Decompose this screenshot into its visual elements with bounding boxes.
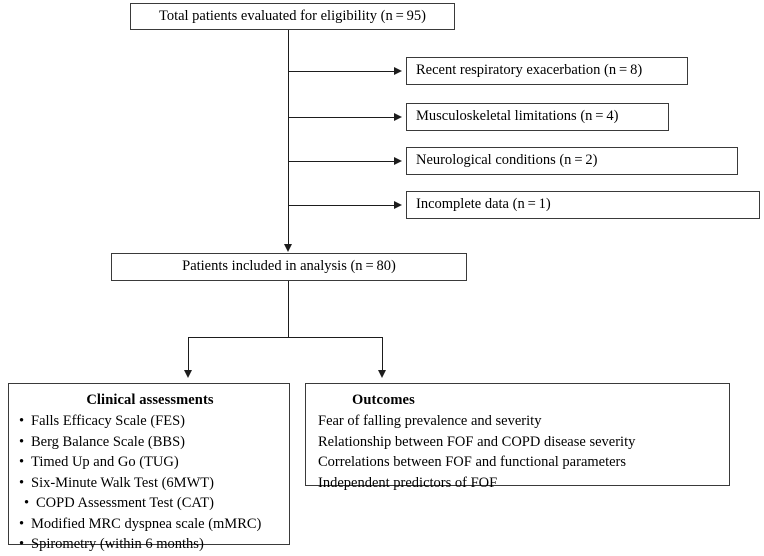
node-included-in-analysis: Patients included in analysis (n = 80): [111, 253, 467, 281]
panel-outcomes-title: Outcomes: [352, 392, 415, 408]
node-exclusion-4-label: Incomplete data (n = 1): [416, 196, 551, 213]
list-item: Falls Efficacy Scale (FES): [19, 411, 281, 432]
list-item: Fear of falling prevalence and severity: [318, 413, 542, 430]
split-connector-right-drop: [382, 337, 383, 372]
split-connector-left-arrowhead: [183, 370, 192, 378]
outcomes-list: Fear of falling prevalence and severity …: [318, 411, 721, 493]
node-included-in-analysis-label: Patients included in analysis (n = 80): [182, 258, 396, 275]
exclusion-branch-2-line: [288, 117, 396, 118]
list-item: Timed Up and Go (TUG): [19, 452, 281, 473]
exclusion-branch-3-arrowhead: [394, 156, 402, 165]
list-item: COPD Assessment Test (CAT): [19, 493, 281, 514]
exclusion-branch-4-arrowhead: [394, 200, 402, 209]
list-item: Correlations between FOF and functional …: [318, 454, 627, 471]
list-item: Relationship between FOF and COPD diseas…: [318, 433, 636, 450]
exclusion-branch-4-line: [288, 205, 396, 206]
panel-clinical-assessments-title: Clinical assessments: [86, 392, 214, 408]
node-exclusion-3: Neurological conditions (n = 2): [406, 147, 738, 175]
node-total-evaluated: Total patients evaluated for eligibility…: [130, 3, 455, 30]
exclusion-branch-1-arrowhead: [394, 66, 402, 75]
list-item: Independent predictors of FOF: [318, 474, 498, 491]
exclusion-branch-1-line: [288, 71, 396, 72]
split-connector-stem: [288, 281, 289, 338]
list-item: Spirometry (within 6 months): [19, 534, 281, 555]
split-connector-left-drop: [188, 337, 189, 372]
split-connector-crossbar: [188, 337, 382, 338]
node-exclusion-1: Recent respiratory exacerbation (n = 8): [406, 57, 688, 85]
trunk-connector-vertical: [288, 30, 289, 246]
list-item: Modified MRC dyspnea scale (mMRC): [19, 514, 281, 535]
node-exclusion-4: Incomplete data (n = 1): [406, 191, 760, 219]
list-item: Six-Minute Walk Test (6MWT): [19, 473, 281, 494]
list-item: Berg Balance Scale (BBS): [19, 432, 281, 453]
node-total-evaluated-label: Total patients evaluated for eligibility…: [158, 7, 427, 24]
panel-outcomes: Outcomes Fear of falling prevalence and …: [305, 383, 730, 491]
trunk-connector-arrowhead: [283, 244, 292, 252]
split-connector-right-arrowhead: [377, 370, 386, 378]
exclusion-branch-3-line: [288, 161, 396, 162]
panel-clinical-assessments: Clinical assessments Falls Efficacy Scal…: [8, 383, 290, 552]
node-exclusion-2: Musculoskeletal limitations (n = 4): [406, 103, 669, 131]
node-exclusion-2-label: Musculoskeletal limitations (n = 4): [416, 108, 619, 125]
node-exclusion-1-label: Recent respiratory exacerbation (n = 8): [416, 62, 643, 79]
node-exclusion-3-label: Neurological conditions (n = 2): [416, 152, 598, 169]
exclusion-branch-2-arrowhead: [394, 112, 402, 121]
clinical-assessments-list: Falls Efficacy Scale (FES) Berg Balance …: [19, 411, 281, 555]
